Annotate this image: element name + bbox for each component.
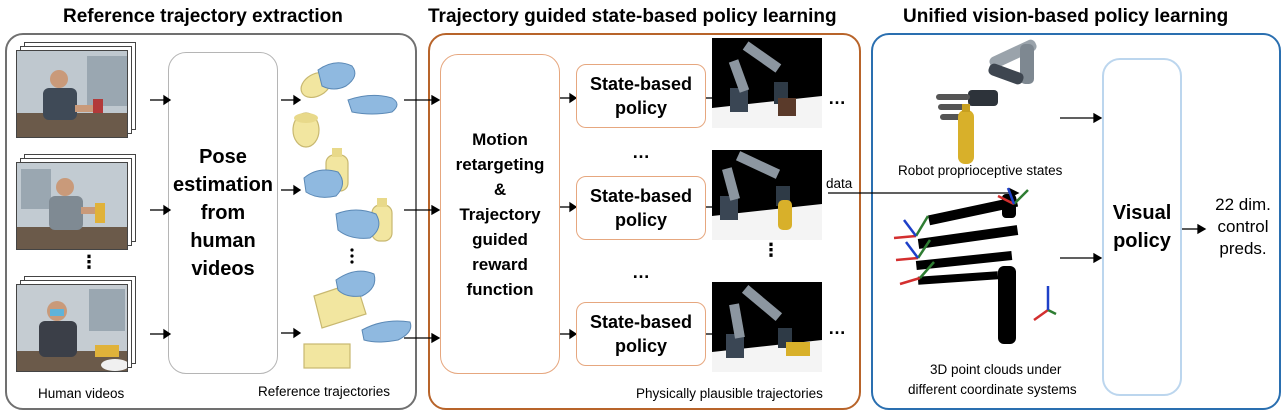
pose-line: estimation	[172, 174, 274, 196]
section-title-vision-policy: Unified vision-based policy learning	[903, 6, 1229, 27]
arrows-panel-3	[1060, 112, 1207, 264]
state-based-policy-box: State-based policy	[576, 176, 706, 240]
point-cloud-label-2: different coordinate systems	[908, 382, 1077, 397]
more-policies-dots: …	[632, 142, 652, 162]
control-output-text: 22 dim. control preds.	[1206, 194, 1280, 260]
human-video-frame	[16, 50, 128, 138]
pose-estimation-box: Pose estimation from human videos	[168, 52, 278, 374]
human-video-frame	[16, 284, 128, 372]
policy-line-1: State-based	[589, 186, 693, 206]
state-based-policy-box: State-based policy	[576, 64, 706, 128]
pose-line: videos	[191, 258, 255, 280]
arrows-panel-1	[150, 94, 441, 344]
policy-line-2: policy	[614, 98, 667, 118]
robot-hand-render	[928, 38, 1058, 166]
motion-line: function	[466, 279, 534, 299]
state-based-policy-box: State-based policy	[576, 302, 706, 366]
robot-sim-image	[712, 150, 822, 240]
robot-sim-image	[712, 38, 822, 128]
policy-line-1: State-based	[589, 312, 693, 332]
hand-icon	[303, 169, 343, 198]
visual-policy-line-1: Visual	[1112, 202, 1172, 224]
motion-line: &	[493, 179, 507, 199]
visual-policy-box: Visual policy	[1102, 58, 1182, 396]
motion-line: Trajectory	[459, 204, 541, 224]
output-line: preds.	[1219, 239, 1267, 258]
object-box-icon	[303, 343, 351, 369]
policy-line-1: State-based	[589, 74, 693, 94]
state-policy-panel	[428, 33, 861, 410]
hand-icon	[335, 270, 376, 297]
hand-icon	[347, 94, 398, 115]
human-videos-label: Human videos	[38, 386, 125, 401]
output-line: 22 dim.	[1215, 195, 1271, 214]
reference-trajectories-label: Reference trajectories	[258, 384, 391, 399]
more-rollouts-dots: …	[828, 318, 848, 338]
section-title-extraction: Reference trajectory extraction	[63, 6, 343, 27]
pose-line: Pose	[199, 146, 247, 168]
more-videos-dots: ⋮	[80, 252, 100, 272]
hand-icon	[317, 62, 356, 90]
extraction-panel	[5, 33, 417, 410]
point-cloud-label-1: 3D point clouds under	[930, 362, 1062, 377]
policy-line-2: policy	[614, 210, 667, 230]
data-label: data	[826, 176, 853, 191]
pose-line: from	[200, 202, 246, 224]
human-video-frame	[16, 162, 128, 250]
hand-icon	[335, 209, 380, 239]
more-trajectories-dots	[350, 248, 354, 264]
motion-line: guided	[472, 229, 528, 249]
output-line: control	[1217, 217, 1269, 236]
proprio-label: Robot proprioceptive states	[898, 163, 1063, 178]
motion-line: retargeting	[455, 154, 545, 174]
object-can-icon	[292, 112, 320, 148]
pose-line: human	[190, 230, 256, 252]
motion-retargeting-box: Motion retargeting & Trajectory guided r…	[440, 54, 560, 374]
visual-policy-line-2: policy	[1113, 230, 1171, 252]
motion-line: reward	[472, 254, 528, 274]
robot-sim-image	[712, 282, 822, 372]
hand-icon	[361, 320, 412, 343]
more-rollouts-dots: …	[828, 88, 848, 108]
point-cloud-render	[888, 186, 1058, 356]
vision-policy-panel	[871, 33, 1281, 410]
section-title-state-policy: Trajectory guided state-based policy lea…	[428, 6, 837, 27]
physically-plausible-label: Physically plausible trajectories	[636, 386, 823, 401]
motion-line: Motion	[472, 129, 528, 149]
more-policies-dots: …	[632, 262, 652, 282]
policy-line-2: policy	[614, 336, 667, 356]
more-rollouts-vertical-dots: ⋮	[762, 240, 782, 260]
